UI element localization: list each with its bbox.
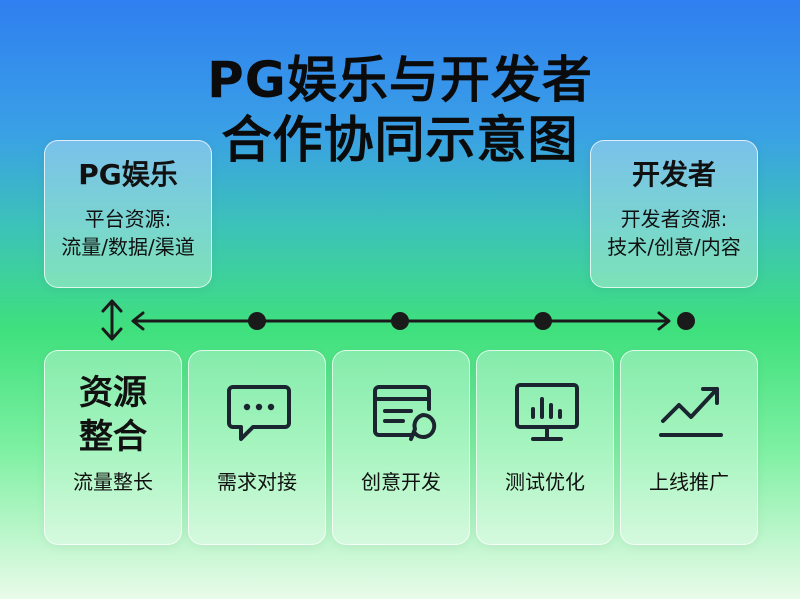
document-bubble-icon — [373, 385, 437, 441]
horizontal-arrow-head-right — [657, 311, 671, 331]
step-4-label: 测试优化 — [505, 470, 585, 494]
trend-up-icon — [659, 387, 723, 437]
vertical-arrow-head-bottom — [101, 327, 123, 341]
step-3-label: 创意开发 — [361, 470, 441, 494]
flow-node-1 — [248, 312, 266, 330]
step-1-label: 流量整长 — [73, 470, 153, 494]
step-resource-integration: 资源 整合 流量整长 — [44, 350, 182, 545]
chat-bubble-icon — [227, 385, 291, 441]
step-testing-optimization: 测试优化 — [476, 350, 614, 545]
diagram-title-line2: 合作协同示意图 — [221, 111, 579, 169]
flow-node-4 — [677, 312, 695, 330]
vertical-arrow-head-top — [101, 299, 123, 313]
step-launch-promotion: 上线推广 — [620, 350, 758, 545]
monitor-chart-icon — [515, 383, 579, 441]
step-creative-development: 创意开发 — [332, 350, 470, 545]
flow-node-3 — [534, 312, 552, 330]
pg-partner-card: PG娱乐 平台资源: 流量/数据/渠道 — [44, 140, 212, 288]
developer-partner-card: 开发者 开发者资源: 技术/创意/内容 — [590, 140, 758, 288]
horizontal-arrow-head-left — [131, 311, 145, 331]
pg-partner-desc-line2: 流量/数据/渠道 — [61, 235, 195, 259]
developer-partner-desc-line2: 技术/创意/内容 — [607, 235, 741, 259]
diagram-title-line1: PG娱乐与开发者 — [207, 51, 593, 109]
developer-partner-desc-line1: 开发者资源: — [620, 207, 728, 231]
step-1-title-line2: 整合 — [79, 417, 147, 457]
pg-partner-name: PG娱乐 — [78, 158, 178, 191]
developer-partner-name: 开发者 — [631, 158, 716, 191]
step-2-label: 需求对接 — [217, 470, 297, 494]
step-5-label: 上线推广 — [649, 470, 729, 494]
step-requirement-matching: 需求对接 — [188, 350, 326, 545]
pg-partner-desc-line1: 平台资源: — [84, 207, 172, 231]
flow-node-2 — [391, 312, 409, 330]
step-1-title-line1: 资源 — [79, 373, 147, 413]
